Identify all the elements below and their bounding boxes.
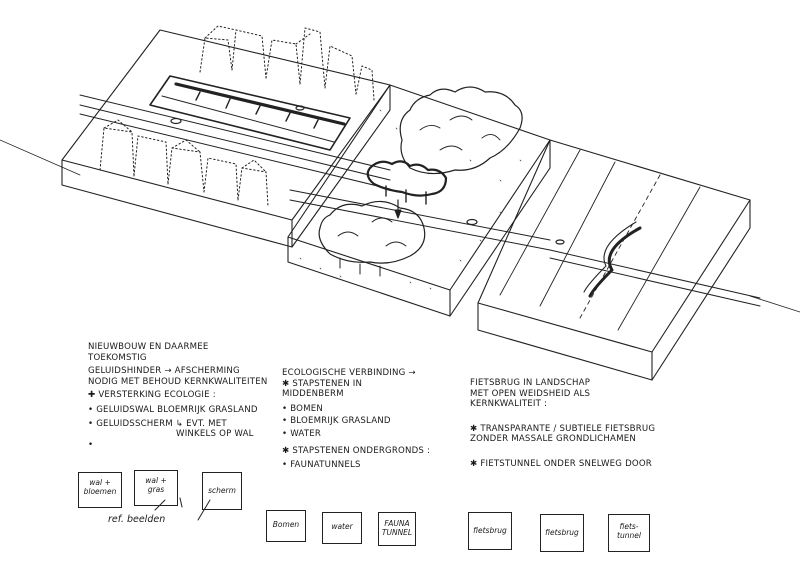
note-line: • WATER: [282, 428, 322, 439]
ref-box-fietsbrug-2: fietsbrug: [540, 514, 584, 552]
note-line: • GELUIDSWAL BLOEMRIJK GRASLAND: [88, 404, 258, 415]
note-line: WINKELS OP WAL: [176, 429, 254, 440]
note-col-urban: NIEUWBOUW EN DAARMEE TOEKOMSTIG GELUIDSH…: [88, 342, 268, 450]
note-line: • BLOEMRIJK GRASLAND: [282, 416, 391, 427]
note-line: GELUIDSHINDER → AFSCHERMING: [88, 366, 240, 377]
urban-block: [61, 25, 391, 248]
note-col-landscape: FIETSBRUG IN LANDSCHAP MET OPEN WEIDSHEI…: [470, 378, 655, 470]
ecology-block: [287, 84, 551, 317]
ref-images-label: ref. beelden: [108, 514, 166, 525]
note-line: MET OPEN WEIDSHEID ALS: [470, 388, 591, 399]
note-line: • FAUNATUNNELS: [282, 460, 361, 471]
note-col-ecology: ECOLOGISCHE VERBINDING → ✱ STAPSTENEN IN…: [282, 368, 430, 471]
ref-box-water: water: [322, 512, 362, 544]
note-line: ZONDER MASSALE GRONDLICHAMEN: [470, 434, 636, 445]
note-line: ✱ STAPSTENEN ONDERGRONDS :: [282, 445, 431, 456]
note-line: ✱ FIETSTUNNEL ONDER SNELWEG DOOR: [470, 458, 652, 469]
ref-box-label: water: [331, 522, 353, 531]
note-line: MIDDENBERM: [282, 389, 344, 400]
note-line: •: [88, 439, 94, 450]
ref-box-label: Bomen: [272, 520, 300, 529]
ref-box-faunatunnel: FAUNA TUNNEL: [378, 512, 416, 546]
note-line: KERNKWALITEIT :: [470, 399, 548, 410]
note-line: FIETSBRUG IN LANDSCHAP: [470, 378, 591, 388]
ref-box-bomen: Bomen: [266, 510, 306, 542]
note-line: NIEUWBOUW EN DAARMEE: [88, 342, 209, 352]
ref-box-label: fietsbrug: [473, 526, 507, 535]
note-line: • GELUIDSSCHERM ↳ EVT. MET: [88, 418, 227, 429]
ref-box-scherm: scherm: [202, 472, 242, 510]
note-line: • BOMEN: [282, 403, 323, 414]
ref-box-fietstunnel: fiets- tunnel: [608, 514, 650, 552]
note-line: NODIG MET BEHOUD KERNKWALITEITEN: [88, 376, 268, 387]
note-line: ✚ VERSTERKING ECOLOGIE :: [88, 390, 216, 401]
note-line: ECOLOGISCHE VERBINDING →: [282, 368, 416, 378]
landscape-block: [477, 139, 761, 381]
note-line: TOEKOMSTIG: [88, 352, 147, 363]
note-line: ✱ TRANSPARANTE / SUBTIELE FIETSBRUG: [470, 423, 656, 434]
ref-box-label: fiets- tunnel: [617, 522, 641, 540]
ref-box-label: wal + bloemen: [83, 478, 117, 496]
ref-box-label: wal + gras: [145, 476, 167, 494]
ref-box-fietsbrug-1: fietsbrug: [468, 512, 512, 550]
ref-box-label: FAUNA TUNNEL: [381, 519, 413, 537]
ref-box-wal-bloemen: wal + bloemen: [78, 472, 122, 508]
ref-box-label: fietsbrug: [545, 528, 579, 537]
ref-box-label: scherm: [208, 486, 236, 495]
ref-box-wal-gras: wal + gras: [134, 470, 178, 506]
note-line: ✱ STAPSTENEN IN: [282, 378, 363, 389]
